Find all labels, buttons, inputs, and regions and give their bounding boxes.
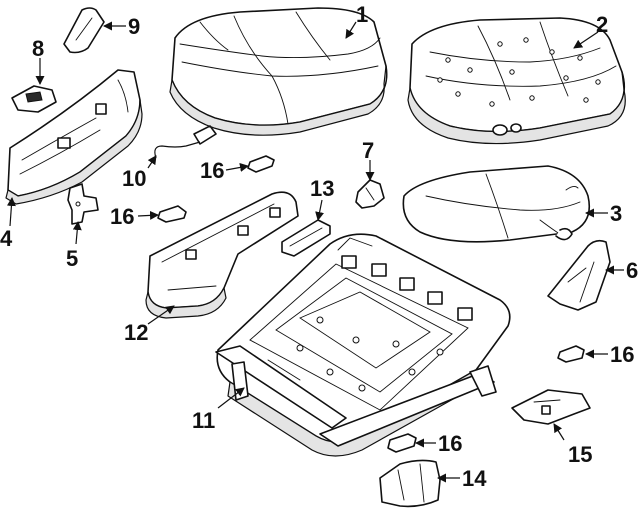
- leader-10: [147, 155, 157, 169]
- callout-11: 11: [192, 408, 215, 433]
- part-3-heater-mat: [402, 165, 591, 243]
- part-11-seat-frame: [215, 233, 511, 457]
- leader-lines: [6, 21, 624, 483]
- callout-8: 8: [32, 36, 44, 61]
- part-5-bracket: [67, 183, 99, 225]
- part-15-bracket: [511, 389, 591, 425]
- leader-16b: [137, 210, 159, 220]
- callout-3: 3: [610, 201, 622, 226]
- callout-labels: 1 2 3 4 5 6 7 8 9 10 11 12 13 14 15 16 1…: [0, 2, 638, 491]
- part-7-clip: [355, 179, 385, 209]
- leader-16a: [225, 163, 249, 172]
- part-1-seat-cushion: [169, 7, 388, 136]
- callout-14: 14: [462, 466, 487, 491]
- part-4-side-shield: [5, 69, 143, 205]
- part-10-cable: [154, 125, 217, 159]
- callout-16b: 16: [110, 204, 134, 229]
- leader-15: [553, 423, 565, 441]
- part-16-pad-b: [157, 205, 187, 223]
- leader-4: [6, 197, 16, 227]
- callout-10: 10: [122, 166, 146, 191]
- callout-5: 5: [66, 246, 78, 271]
- leader-2: [573, 31, 599, 49]
- part-9-knob: [63, 7, 105, 54]
- part-2-cushion-pad: [407, 17, 626, 145]
- part-14-cover: [379, 459, 441, 508]
- callout-2: 2: [596, 12, 608, 37]
- leader-12: [147, 305, 175, 325]
- callout-4: 4: [0, 226, 13, 251]
- part-16-pad-c: [557, 345, 585, 363]
- callout-16a: 16: [200, 158, 224, 183]
- leader-13: [315, 199, 324, 221]
- callout-9: 9: [128, 14, 140, 39]
- leader-5: [72, 221, 82, 245]
- part-8-switch: [11, 85, 57, 113]
- callout-13: 13: [310, 176, 334, 201]
- part-6-end-cap: [547, 239, 611, 311]
- callout-16d: 16: [438, 431, 462, 456]
- leader-1: [345, 21, 357, 39]
- callout-12: 12: [124, 320, 148, 345]
- leader-11: [217, 387, 245, 409]
- callout-16c: 16: [610, 342, 634, 367]
- callout-1: 1: [356, 2, 368, 27]
- callout-15: 15: [568, 442, 592, 467]
- part-16-pad-d: [387, 433, 417, 453]
- part-16-pad-a: [247, 155, 275, 173]
- callout-7: 7: [362, 138, 374, 163]
- callout-6: 6: [626, 258, 638, 283]
